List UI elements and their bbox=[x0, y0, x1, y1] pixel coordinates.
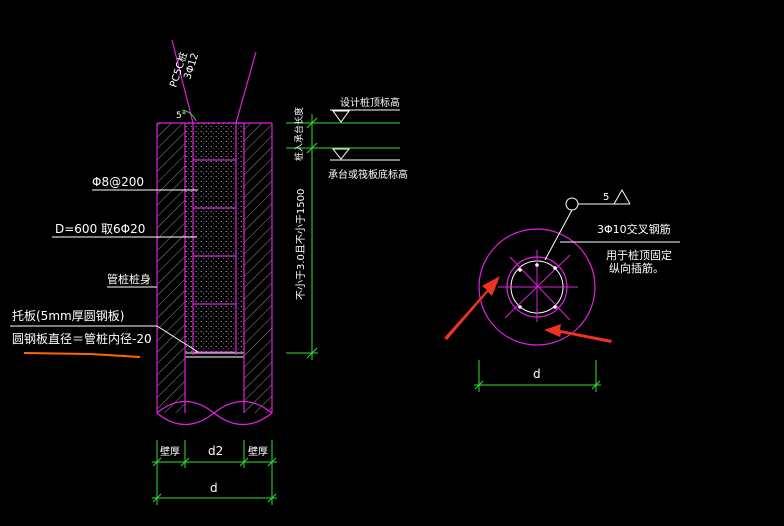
highlight-arrows bbox=[444, 276, 612, 343]
d-rebar-label: D=600 取6Φ20 bbox=[55, 222, 145, 236]
pile-body-label: 管桩桩身 bbox=[107, 272, 151, 286]
cap-bottom-label: 承台或筏板底标高 bbox=[328, 168, 408, 181]
callout-bubble bbox=[565, 197, 579, 211]
underline-annotation bbox=[23, 352, 141, 358]
design-top-label: 设计桩顶标高 bbox=[340, 96, 400, 109]
rebar-extension-right bbox=[235, 51, 257, 124]
wall-thickness-right: 壁厚 bbox=[248, 445, 268, 458]
outer-circle bbox=[478, 228, 596, 346]
angle-mark: 5° bbox=[176, 111, 186, 121]
cross-purpose-label-2: 纵向插筋。 bbox=[609, 261, 664, 275]
bottom-dimensions bbox=[152, 440, 277, 505]
wall-thickness-left: 壁厚 bbox=[160, 445, 180, 458]
arrow-right bbox=[544, 324, 612, 343]
cross-dimension bbox=[474, 360, 601, 392]
vertical-dimensions bbox=[286, 114, 400, 360]
pile-section: 5° bbox=[156, 39, 273, 425]
fill-length-label: 不小于3.0且不小于1500 bbox=[295, 189, 307, 300]
support-plate bbox=[184, 352, 245, 358]
arrow-left bbox=[444, 276, 500, 340]
cross-section bbox=[478, 228, 596, 346]
leader-lines bbox=[10, 189, 199, 353]
callout-number: 5 bbox=[603, 192, 609, 203]
rebar-extension-left bbox=[171, 39, 194, 124]
stirrup-label: Φ8@200 bbox=[92, 175, 144, 189]
d-cross-label: d bbox=[533, 367, 541, 381]
concrete-fill bbox=[185, 123, 244, 353]
d2-label: d2 bbox=[208, 444, 223, 458]
d-bottom-label: d bbox=[210, 481, 218, 495]
plate-label-1: 托板(5mm厚圆钢板) bbox=[12, 309, 124, 323]
plate-label-2: 圆钢板直径＝管桩内径-20 bbox=[12, 331, 152, 346]
pile-wall-left bbox=[157, 123, 185, 413]
cross-purpose-label-1: 用于桩顶固定 bbox=[606, 248, 672, 262]
embed-depth-label: 桩入承台长度 bbox=[293, 107, 305, 161]
cross-rebar-label: 3Φ10交叉钢筋 bbox=[597, 222, 671, 236]
pile-wall-right bbox=[244, 123, 272, 413]
